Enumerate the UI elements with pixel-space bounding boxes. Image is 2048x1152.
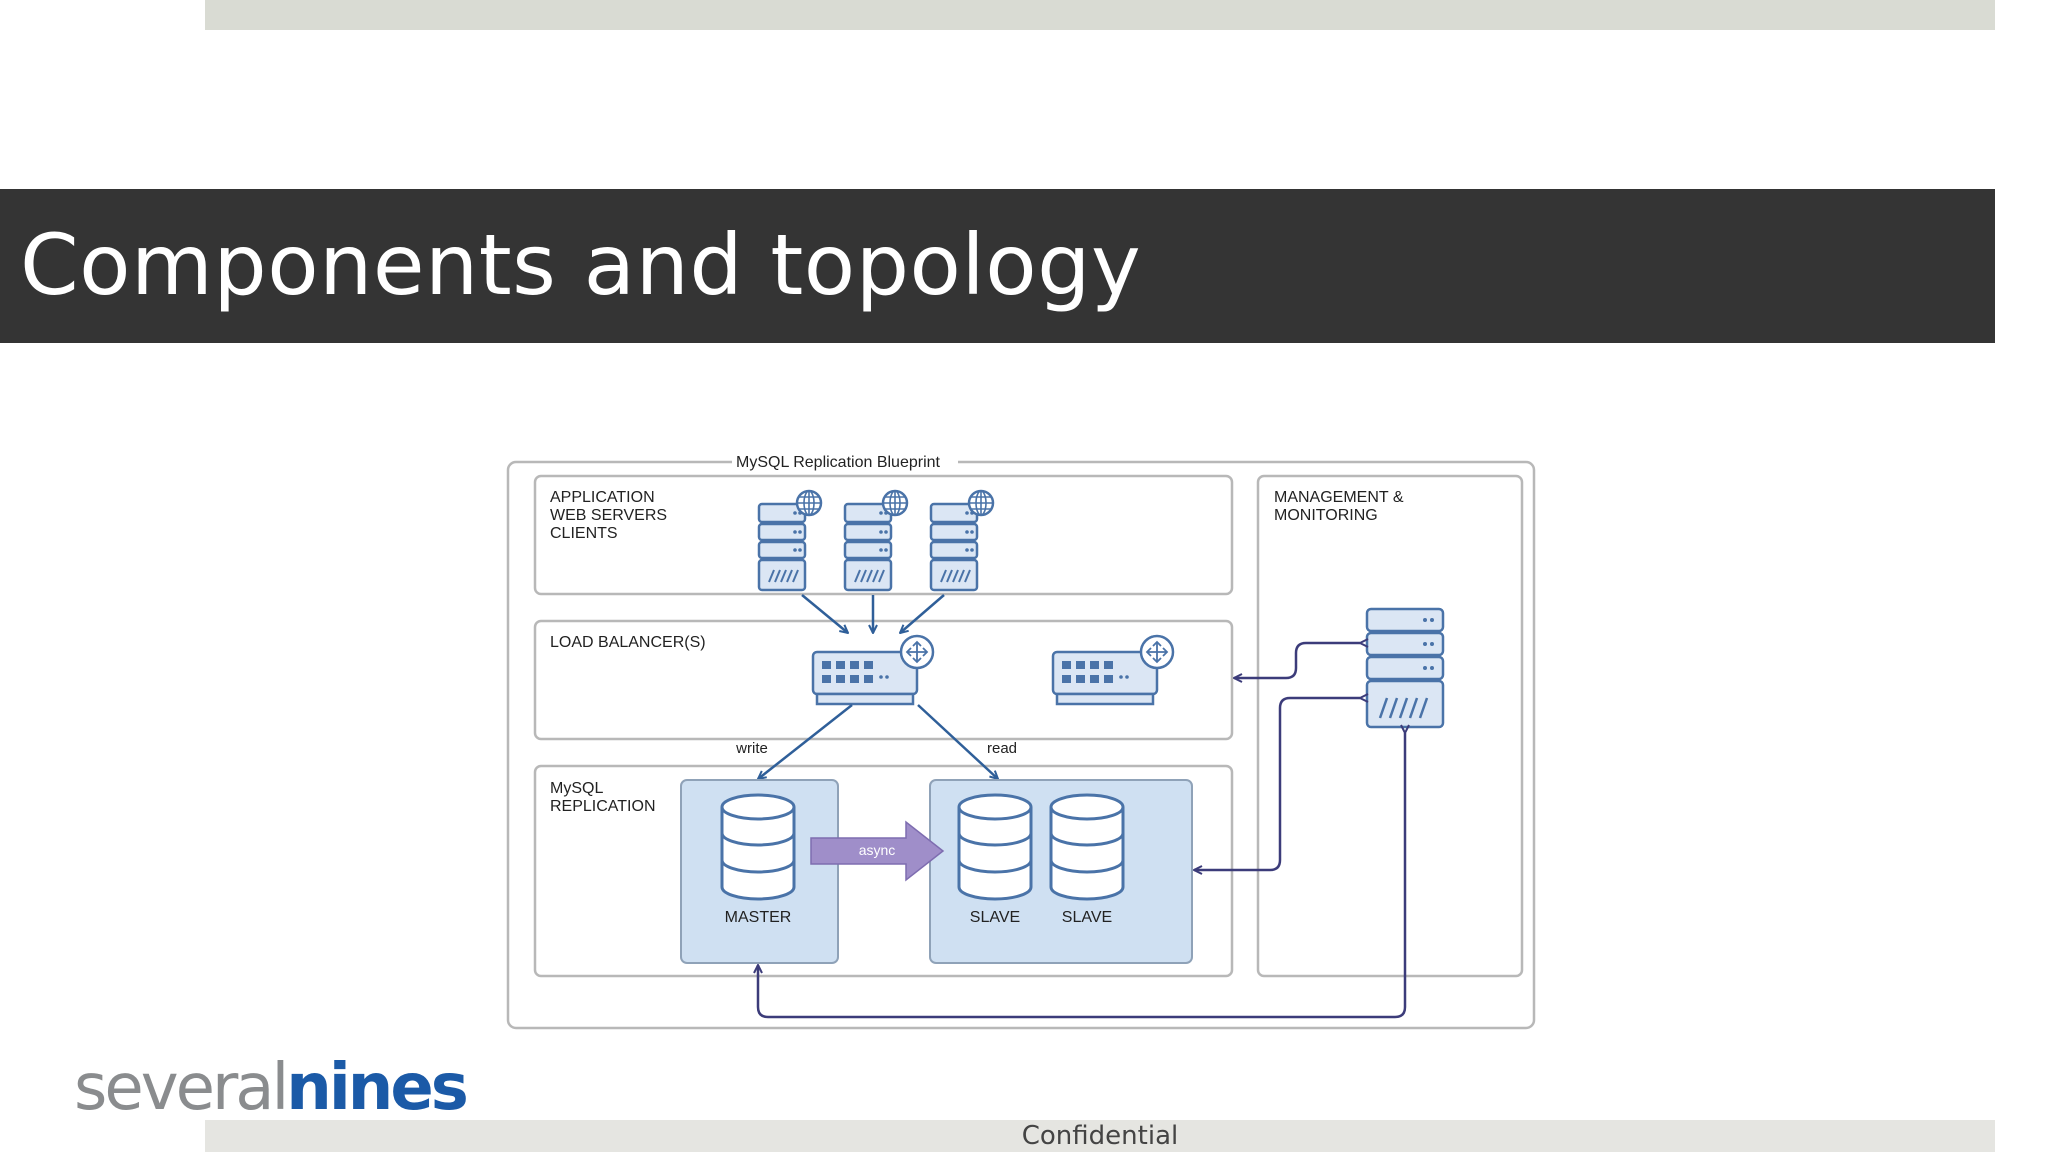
slave-1-database-icon (957, 793, 1033, 901)
read-label: read (987, 740, 1017, 757)
logo-text-several: several (74, 1051, 289, 1125)
application-label: APPLICATION WEB SERVERS CLIENTS (550, 489, 672, 542)
globe-icon (967, 489, 995, 517)
slave-1-label: SLAVE (970, 909, 1020, 926)
server-icon (843, 502, 893, 592)
footer-band: Confidential (205, 1120, 1995, 1152)
globe-icon (795, 489, 823, 517)
management-label: MANAGEMENT & MONITORING (1274, 489, 1408, 524)
slide-title: Components and topology (20, 216, 1142, 314)
globe-icon (881, 489, 909, 517)
logo-text-nines: nines (286, 1051, 469, 1125)
server-icon (757, 502, 807, 592)
monitoring-server (1365, 607, 1445, 729)
title-bar: Components and topology (0, 189, 1995, 343)
replication-label: MySQL REPLICATION (550, 780, 656, 815)
severalnines-logo: severalnines (74, 1051, 469, 1125)
server-icon (929, 502, 979, 592)
slave-2-database-icon (1049, 793, 1125, 901)
footer-confidential: Confidential (1021, 1121, 1179, 1151)
replication-diagram: MySQL Replication Blueprint APPLICATION … (506, 450, 1536, 1030)
client-arrows (801, 594, 945, 633)
load-balancer-label: LOAD BALANCER(S) (550, 634, 706, 651)
write-label: write (735, 740, 768, 757)
async-label: async (859, 842, 896, 858)
master-database-icon (720, 793, 796, 901)
top-accent-band (205, 0, 1995, 30)
master-label: MASTER (725, 909, 792, 926)
management-links (758, 643, 1405, 1019)
slave-2-label: SLAVE (1062, 909, 1112, 926)
blueprint-title: MySQL Replication Blueprint (736, 454, 941, 471)
